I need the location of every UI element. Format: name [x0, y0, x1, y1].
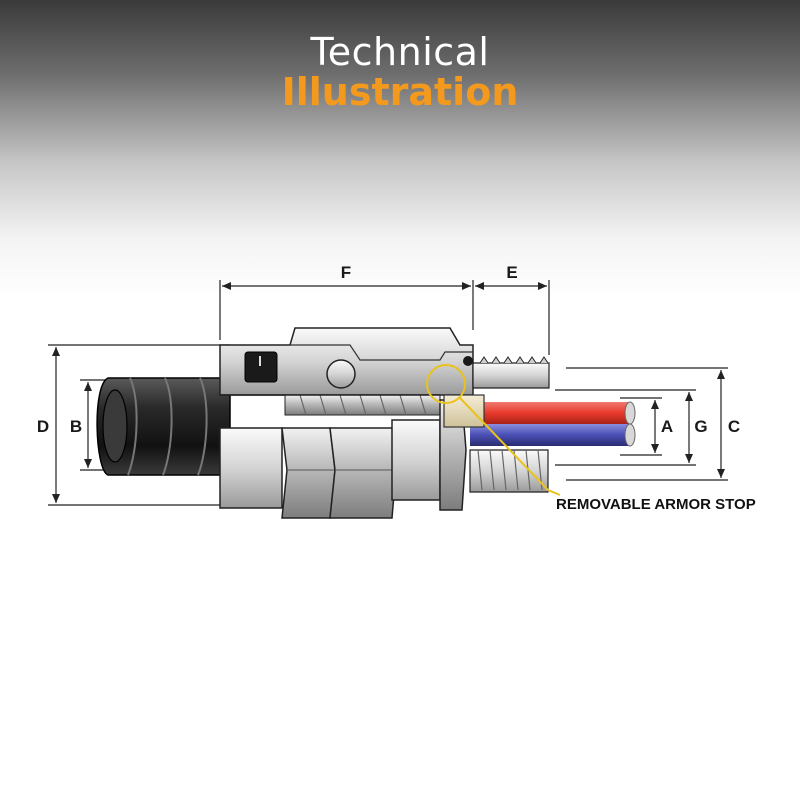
title-line-2: Illustration	[281, 70, 519, 114]
armor-stop	[443, 394, 485, 428]
callout-label: REMOVABLE ARMOR STOP	[556, 496, 756, 513]
title-line-1: Technical	[310, 30, 490, 74]
dim-f-line	[219, 280, 474, 340]
armored-cable	[96, 377, 231, 476]
header-gradient	[0, 0, 800, 300]
dim-label-c: C	[728, 417, 740, 436]
dim-e-line	[475, 280, 550, 355]
dim-a-line	[620, 397, 662, 456]
wire-red	[470, 401, 636, 425]
dim-label-b: B	[70, 417, 82, 436]
armor-stop-callout	[426, 364, 561, 496]
dim-label-a: A	[661, 417, 673, 436]
dim-d-line	[48, 344, 230, 506]
dim-label-e: E	[506, 263, 517, 282]
dim-label-f: F	[341, 263, 351, 282]
dim-label-d: D	[37, 417, 49, 436]
wire-blue	[470, 423, 636, 447]
dim-c-line	[566, 367, 728, 481]
gland-body-lower	[219, 394, 467, 519]
o-ring	[463, 356, 473, 366]
entry-thread	[469, 356, 550, 493]
dim-g-line	[555, 389, 696, 466]
dim-label-g: G	[694, 417, 707, 436]
gland-body-upper	[219, 327, 474, 416]
